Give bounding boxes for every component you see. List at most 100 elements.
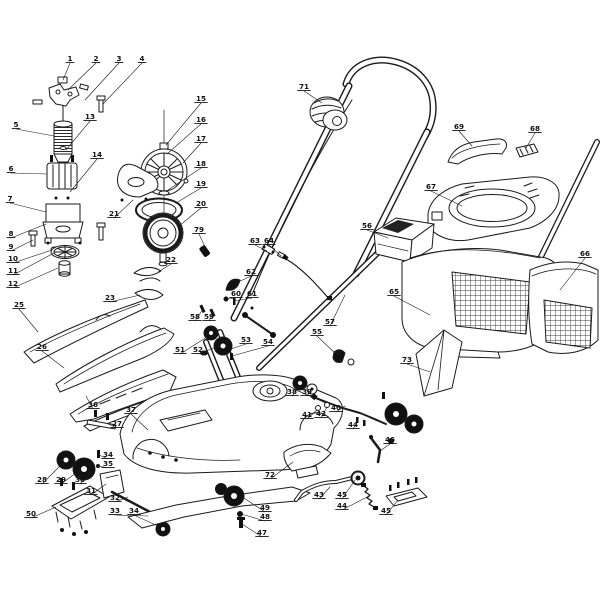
svg-text:6: 6 bbox=[8, 164, 13, 173]
svg-text:18: 18 bbox=[196, 159, 206, 168]
switch-housing bbox=[309, 96, 348, 131]
part-label-13: 13 bbox=[65, 112, 97, 151]
svg-text:55: 55 bbox=[312, 327, 322, 336]
svg-text:28: 28 bbox=[37, 475, 47, 484]
part-label-66: 66 bbox=[559, 249, 592, 291]
part-label-16: 16 bbox=[166, 115, 208, 155]
part-label-71: 71 bbox=[297, 82, 323, 104]
part-label-57: 57 bbox=[323, 294, 346, 327]
svg-text:67: 67 bbox=[426, 182, 436, 191]
part-label-7: 7 bbox=[5, 194, 47, 213]
svg-text:52: 52 bbox=[193, 345, 203, 354]
part-label-10: 10 bbox=[6, 249, 53, 264]
svg-text:34: 34 bbox=[103, 450, 113, 459]
part-label-29: 29 bbox=[54, 469, 81, 485]
part-label-51: 51 bbox=[173, 336, 208, 355]
svg-text:53: 53 bbox=[241, 335, 251, 344]
svg-text:63: 63 bbox=[250, 236, 260, 245]
part-label-58: 58 bbox=[188, 308, 204, 322]
svg-text:47: 47 bbox=[257, 528, 267, 537]
svg-text:5: 5 bbox=[13, 120, 18, 129]
part-label-30: 30 bbox=[73, 472, 91, 485]
svg-text:60: 60 bbox=[231, 289, 241, 298]
part-label-35: 35 bbox=[98, 459, 115, 469]
part-label-48: 48 bbox=[240, 512, 272, 522]
svg-text:31: 31 bbox=[86, 486, 96, 495]
svg-text:42: 42 bbox=[316, 409, 326, 418]
part-label-43: 43 bbox=[312, 486, 331, 500]
svg-text:44: 44 bbox=[337, 501, 347, 510]
part-label-4: 4 bbox=[102, 54, 147, 105]
svg-text:33: 33 bbox=[110, 506, 120, 515]
svg-text:48: 48 bbox=[260, 512, 270, 521]
part-label-32: 32 bbox=[108, 493, 129, 503]
svg-text:13: 13 bbox=[85, 112, 95, 121]
part-label-20: 20 bbox=[178, 199, 208, 227]
svg-text:36: 36 bbox=[88, 400, 98, 409]
part-label-54: 54 bbox=[231, 337, 275, 357]
svg-text:38: 38 bbox=[287, 387, 297, 396]
motor-assembly bbox=[28, 76, 106, 277]
svg-text:9: 9 bbox=[8, 242, 13, 251]
svg-text:25: 25 bbox=[14, 300, 24, 309]
svg-text:17: 17 bbox=[196, 134, 206, 143]
part-label-41: 41 bbox=[300, 409, 318, 420]
part-label-59: 59 bbox=[202, 312, 216, 322]
svg-text:45: 45 bbox=[381, 506, 391, 515]
part-label-64: 64 bbox=[262, 236, 282, 257]
part-label-1: 1 bbox=[62, 54, 75, 81]
part-label-36: 36 bbox=[85, 395, 100, 410]
part-label-42: 42 bbox=[314, 406, 328, 419]
part-label-21: 21 bbox=[107, 199, 134, 219]
part-label-28: 28 bbox=[35, 463, 63, 485]
part-label-68: 68 bbox=[525, 124, 542, 149]
part-label-6: 6 bbox=[6, 164, 48, 175]
part-label-61: 61 bbox=[233, 289, 259, 302]
part-label-14: 14 bbox=[69, 150, 104, 193]
part-label-79: 79 bbox=[192, 225, 207, 250]
svg-text:29: 29 bbox=[56, 475, 66, 484]
svg-text:56: 56 bbox=[362, 221, 372, 230]
part-label-37: 37 bbox=[124, 405, 149, 431]
part-label-45: 45 bbox=[335, 479, 356, 500]
svg-text:61: 61 bbox=[247, 289, 257, 298]
part-label-44: 44 bbox=[346, 420, 360, 430]
part-label-52: 52 bbox=[191, 345, 220, 355]
part-label-72: 72 bbox=[263, 461, 294, 480]
svg-text:65: 65 bbox=[389, 287, 399, 296]
svg-text:69: 69 bbox=[454, 122, 464, 131]
svg-text:19: 19 bbox=[196, 179, 206, 188]
svg-text:73: 73 bbox=[402, 355, 412, 364]
svg-text:46: 46 bbox=[385, 435, 395, 444]
svg-text:58: 58 bbox=[190, 312, 200, 321]
svg-text:40: 40 bbox=[331, 403, 341, 412]
part-label-22: 22 bbox=[157, 255, 178, 273]
svg-text:26: 26 bbox=[37, 342, 47, 351]
part-label-11: 11 bbox=[6, 252, 55, 276]
svg-text:35: 35 bbox=[103, 459, 113, 468]
part-label-33: 33 bbox=[108, 506, 149, 517]
part-label-63: 63 bbox=[248, 236, 268, 252]
svg-text:49: 49 bbox=[260, 503, 270, 512]
svg-text:34: 34 bbox=[129, 506, 139, 515]
deck-assembly bbox=[51, 374, 428, 537]
part-label-19: 19 bbox=[175, 179, 208, 204]
part-label-50: 50 bbox=[24, 506, 57, 519]
part-label-55: 55 bbox=[310, 327, 338, 356]
part-label-47: 47 bbox=[241, 523, 269, 538]
part-label-56: 56 bbox=[360, 221, 389, 239]
svg-text:3: 3 bbox=[116, 54, 121, 63]
part-label-62: 62 bbox=[233, 267, 258, 285]
part-label-69: 69 bbox=[452, 122, 473, 147]
svg-text:32: 32 bbox=[110, 493, 120, 502]
svg-text:20: 20 bbox=[196, 199, 206, 208]
fan-pulley-assembly bbox=[117, 109, 210, 300]
svg-text:44: 44 bbox=[348, 420, 358, 429]
svg-text:14: 14 bbox=[92, 150, 102, 159]
svg-text:54: 54 bbox=[263, 337, 273, 346]
svg-text:8: 8 bbox=[8, 229, 13, 238]
part-label-34: 34 bbox=[127, 506, 161, 528]
part-label-45: 45 bbox=[379, 499, 399, 516]
